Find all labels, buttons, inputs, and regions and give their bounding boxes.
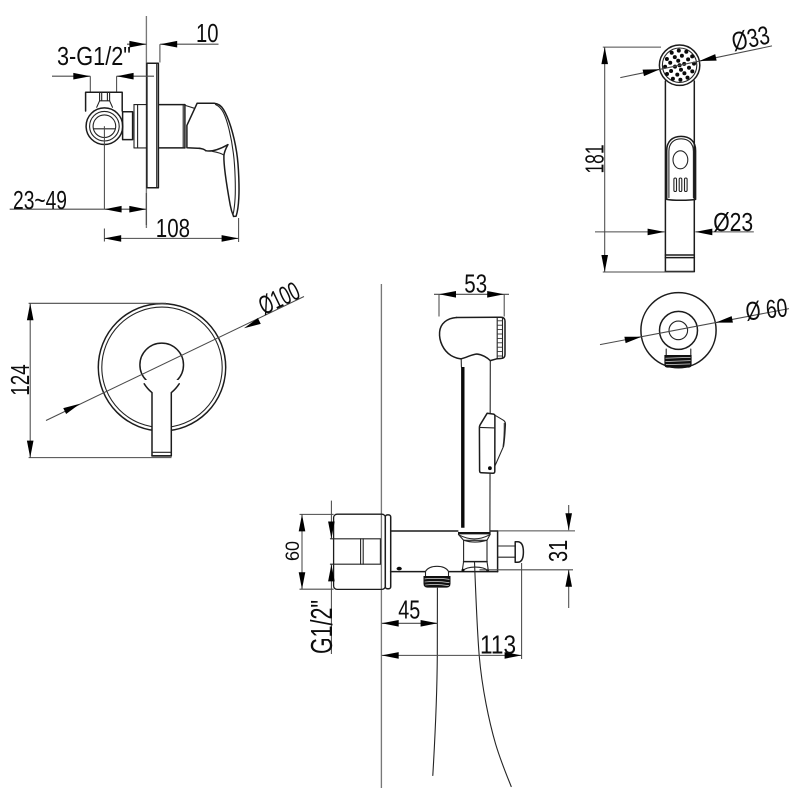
svg-text:31: 31: [543, 540, 573, 562]
svg-text:113: 113: [480, 630, 516, 660]
svg-text:124: 124: [5, 364, 35, 395]
svg-text:G1/2": G1/2": [304, 600, 339, 654]
svg-text:53: 53: [464, 269, 487, 299]
svg-text:108: 108: [156, 213, 190, 243]
svg-text:23~49: 23~49: [13, 185, 67, 215]
svg-text:60: 60: [282, 541, 304, 561]
svg-text:10: 10: [196, 18, 219, 48]
svg-text:Ø 60: Ø 60: [744, 292, 789, 326]
svg-text:45: 45: [398, 595, 420, 625]
svg-text:Ø23: Ø23: [713, 207, 753, 237]
svg-text:3-G1/2": 3-G1/2": [57, 41, 131, 71]
svg-text:181: 181: [580, 145, 610, 174]
